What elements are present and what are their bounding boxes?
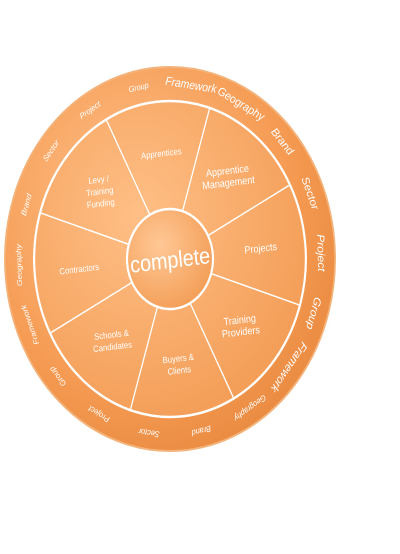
segment-label: TrainingProviders xyxy=(220,313,260,341)
segment-label-line: Apprentices xyxy=(140,145,182,161)
segment-divider xyxy=(207,184,291,237)
segment-label: Buyers &Clients xyxy=(162,351,196,377)
segment-label: Projects xyxy=(244,241,278,257)
segment-dividers xyxy=(39,107,301,411)
segment-label-line: Training xyxy=(223,313,256,329)
segment-divider xyxy=(49,281,133,334)
ring-word: Brand xyxy=(190,423,211,437)
segment-label-line: Training xyxy=(85,184,114,198)
segment-divider xyxy=(210,272,301,306)
segment-label-line: Providers xyxy=(221,325,260,341)
segment-label-line: Clients xyxy=(167,363,191,377)
segment-label-line: Contractors xyxy=(59,261,100,277)
segment-label: Schools &Candidates xyxy=(92,327,133,354)
segment-label-line: Schools & xyxy=(94,327,130,342)
ring-word: Sector xyxy=(138,426,160,439)
segment-label: Apprentices xyxy=(140,145,182,161)
segment-label-line: Projects xyxy=(244,241,278,257)
segment-divider xyxy=(181,107,211,212)
segment-label-line: Apprentice xyxy=(205,163,249,180)
segment-label-line: Levy / xyxy=(88,173,110,186)
segment-divider xyxy=(189,302,235,399)
ring-word: Project xyxy=(314,234,326,273)
center-hub xyxy=(125,207,215,311)
ring-word: Geography xyxy=(14,243,24,286)
segment-label: Contractors xyxy=(59,261,100,277)
segment-label: Levy /TrainingFunding xyxy=(84,172,115,210)
segment-label-line: Buyers & xyxy=(162,351,195,366)
segment-divider xyxy=(39,212,130,246)
segment-divider xyxy=(105,119,151,216)
segment-label-line: Funding xyxy=(86,196,115,210)
segment-divider xyxy=(129,306,159,411)
segment-label-line: Candidates xyxy=(93,339,133,354)
